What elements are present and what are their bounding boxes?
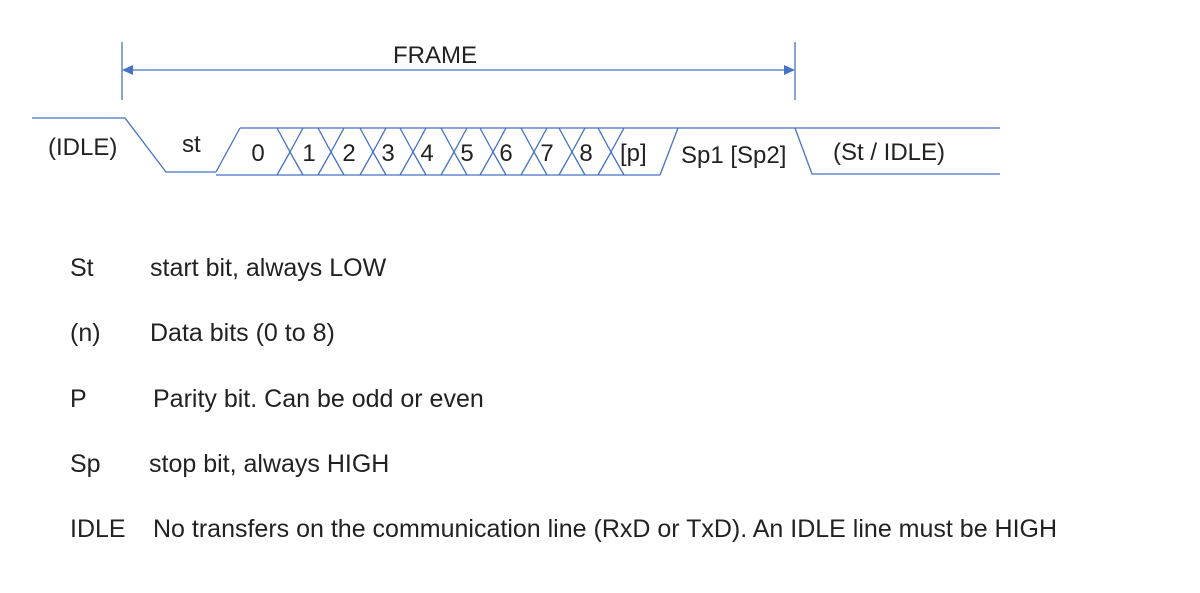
legend-term: Sp [70,450,101,478]
data-bit-label: 5 [460,140,473,167]
legend-term: IDLE [70,515,126,543]
legend-description: Parity bit. Can be odd or even [153,385,484,413]
bit-transitions [276,127,625,176]
legend-term: (n) [70,319,101,347]
legend-description: stop bit, always HIGH [149,450,390,478]
start-bit-to-data [215,127,241,173]
frame-label: FRAME [393,42,477,69]
frame-arrow-left-head [122,65,133,75]
frame-arrow-right-head [784,65,795,75]
parity-label: [p] [620,140,647,167]
data-bit-label: 3 [381,140,394,167]
legend-description: start bit, always LOW [150,254,387,282]
data-bit-label: 1 [302,140,315,167]
data-bit-label: 8 [579,140,592,167]
legend-term: St [70,254,94,282]
idle-left-label: (IDLE) [48,134,117,161]
legend-description: Data bits (0 to 8) [150,319,335,347]
parity-to-stop-edge [659,127,679,176]
start-bit-label: st [182,131,201,158]
legend-term: P [70,385,87,413]
data-bit-label: 0 [251,140,264,167]
data-bit-label: 4 [420,140,433,167]
legend-description: No transfers on the communication line (… [153,515,1058,543]
data-bit-label: 2 [342,140,355,167]
stop-bits-label: Sp1 [Sp2] [681,142,786,169]
stop-idle-high-line [678,127,1000,175]
data-bit-label: 7 [540,140,553,167]
idle-right-label: (St / IDLE) [833,139,945,166]
idle-high-line [32,117,216,173]
data-bit-label: 6 [499,140,512,167]
signal-waveform [32,117,1000,176]
